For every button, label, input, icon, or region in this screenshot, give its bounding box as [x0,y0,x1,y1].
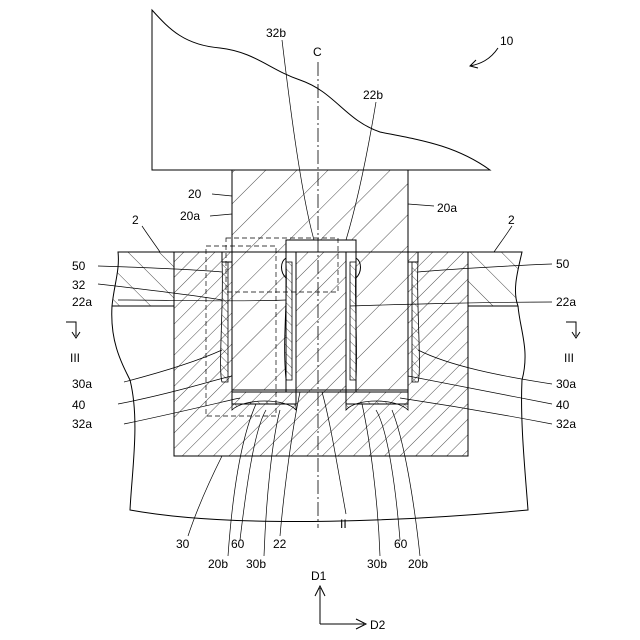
label-sec3-right: III [564,351,574,365]
label-20b-left: 20b [208,557,228,571]
label-2-left: 2 [132,213,139,227]
label-30a-left: 30a [72,377,92,391]
label-30: 30 [176,537,190,551]
label-axis-c: C [313,45,322,59]
label-2-right: 2 [508,213,515,227]
label-sec3-left: III [70,351,80,365]
section-arrow-left [66,322,76,336]
seal-50-center-right [350,262,357,380]
label-22: 22 [273,537,287,551]
base-plate-2-right [468,252,522,306]
core-pin-22 [296,252,346,392]
label-32b: 32b [266,26,286,40]
label-32a-right: 32a [556,417,576,431]
label-20a-left: 20a [180,209,200,223]
label-60-right: 60 [394,537,408,551]
label-32: 32 [72,278,86,292]
label-detail-ii: II [340,517,347,531]
label-20b-right: 20b [408,557,428,571]
label-40-left: 40 [72,398,86,412]
label-22a-left: 22a [72,295,92,309]
label-22b: 22b [363,88,383,102]
label-50-left: 50 [72,259,86,273]
label-30b-right: 30b [367,557,387,571]
label-40-right: 40 [556,398,570,412]
label-60-left: 60 [231,537,245,551]
label-d1: D1 [311,569,327,583]
assembly-10-arrow [470,48,498,66]
label-22a-right: 22a [556,295,576,309]
label-d2: D2 [370,618,386,632]
label-50-right: 50 [556,257,570,271]
label-30a-right: 30a [556,377,576,391]
upper-housing-shape [152,10,490,170]
label-20: 20 [188,187,202,201]
label-32a-left: 32a [72,417,92,431]
section-arrow-right [566,322,576,336]
label-20a-right: 20a [437,201,457,215]
label-30b-left: 30b [246,557,266,571]
base-plate-2-left [112,252,174,306]
label-assembly-10: 10 [500,34,514,48]
